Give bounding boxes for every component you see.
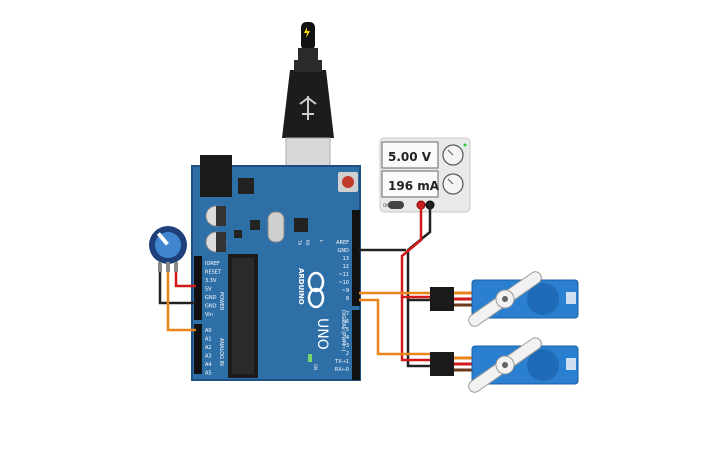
- digital-pin-label: ~3: [342, 343, 349, 349]
- potentiometer-wires: [158, 272, 196, 332]
- power-switch-label: ON: [383, 203, 389, 208]
- analog-header: [194, 324, 202, 374]
- power-pin-label: Vin: [205, 312, 213, 318]
- arduino-uno-board[interactable]: ARDUINO UNO POWER ANALOG IN DIGITAL (PWM…: [191, 155, 361, 381]
- atmega-chip: [228, 254, 258, 378]
- analog-pin-label: A1: [205, 337, 212, 343]
- digital-pin-label: 13: [343, 256, 349, 262]
- analog-section-label: ANALOG IN: [218, 338, 224, 366]
- usb-cable: [282, 22, 334, 191]
- power-led: [308, 354, 312, 362]
- digital-pin-label: 4: [346, 335, 349, 341]
- potentiometer[interactable]: [149, 226, 187, 272]
- servo-power-wires: [359, 205, 432, 368]
- servo-connector: [430, 352, 454, 376]
- digital-pin-label: ~10: [338, 280, 349, 286]
- led-label-rx: RX: [305, 240, 310, 246]
- servo-motor-2[interactable]: [430, 333, 579, 397]
- servo-signal-wires: [359, 291, 432, 356]
- digital-pin-label: TX→1: [334, 359, 349, 365]
- power-switch[interactable]: [388, 201, 404, 209]
- dc-barrel-jack: [200, 155, 232, 197]
- servo-horn: [468, 337, 542, 393]
- digital-pin-label: ~6: [342, 319, 349, 325]
- digital-header-bottom: [352, 310, 360, 380]
- power-pin-label: 5V: [205, 287, 212, 293]
- power-pin-label: GND: [205, 295, 217, 301]
- digital-pin-label: AREF: [336, 240, 349, 246]
- digital-pin-label: 8: [346, 296, 349, 302]
- power-pin-label: 3.3V: [205, 278, 217, 284]
- analog-pin-label: A4: [205, 362, 212, 368]
- analog-pin-label: A5: [205, 371, 212, 377]
- voltage-display: 5.00 V: [388, 150, 432, 164]
- bench-power-supply[interactable]: 5.00 V 196 mA ON: [379, 137, 471, 213]
- analog-pin-label: A3: [205, 354, 212, 360]
- model-label: UNO: [314, 318, 330, 350]
- analog-pin-label: A0: [205, 328, 212, 334]
- digital-pin-label: RX←0: [335, 367, 349, 373]
- analog-pin-label: A2: [205, 345, 212, 351]
- led-label-tx: TX: [297, 239, 302, 245]
- reset-button[interactable]: [338, 172, 358, 192]
- digital-pin-label: ~11: [338, 272, 349, 278]
- digital-header-top: [352, 210, 360, 306]
- digital-pin-label: 7: [346, 311, 349, 317]
- crystal-oscillator: [267, 211, 285, 243]
- power-header: [194, 256, 202, 320]
- power-pin-label: IOREF: [205, 261, 220, 267]
- brand-label: ARDUINO: [297, 268, 305, 305]
- servo-motor-1[interactable]: [430, 267, 579, 331]
- digital-section-label: DIGITAL (PWM~): [340, 310, 346, 352]
- digital-pin-label: 12: [343, 264, 349, 270]
- voltage-regulator: [238, 178, 254, 194]
- digital-pin-label: ~5: [342, 327, 349, 333]
- led-label-l: L: [319, 240, 324, 243]
- power-pin-label: RESET: [205, 270, 222, 276]
- servo-connector: [430, 287, 454, 311]
- servo-horn: [468, 271, 542, 327]
- current-display: 196 mA: [388, 179, 440, 193]
- power-section-label: POWER: [218, 292, 224, 311]
- power-pin-label: GND: [205, 304, 217, 310]
- digital-pin-label: 2: [346, 351, 349, 357]
- digital-pin-label: ~9: [342, 288, 349, 294]
- led-label-on: ON: [313, 364, 318, 370]
- arduino-logo: [307, 271, 325, 309]
- digital-pin-label: GND: [338, 248, 350, 254]
